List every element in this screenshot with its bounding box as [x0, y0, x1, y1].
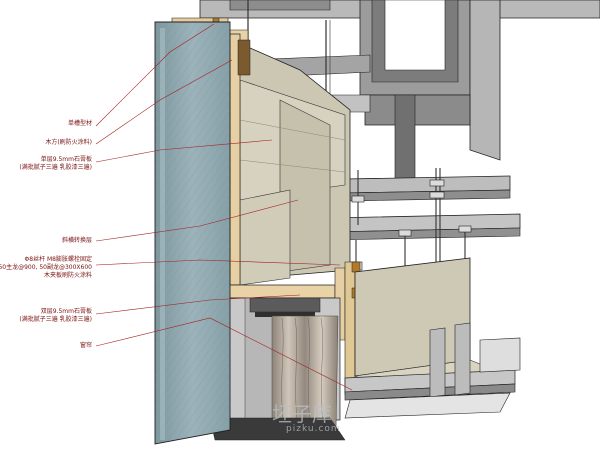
label-transfer-layer: 斜横转换层 — [61, 237, 92, 244]
label-keel-spacing: 50主龙@900, 50副龙@300X600 — [0, 264, 92, 271]
label-single-channel: 单槽型材 — [67, 120, 92, 127]
label-gypsum-double: 双层9.5mm石膏板 — [40, 308, 92, 315]
gypsum-ceiling-box — [231, 39, 351, 286]
glass-window — [154, 21, 231, 445]
label-plywood: 木夹板刷防火涂料 — [43, 272, 92, 279]
label-rod-bolt: Φ8丝杆 M8膨胀螺栓固定 — [24, 256, 92, 263]
lower-gypsum — [353, 257, 502, 391]
label-wood-batten: 木方(刷防火涂料) — [45, 139, 92, 146]
watermark-url: pizku.com — [286, 424, 341, 434]
label-gypsum-double-note: (满批腻子三遍 乳胶漆三遍) — [19, 316, 92, 323]
watermark-logo: 坯子库 — [272, 402, 332, 426]
leader-lines — [95, 23, 353, 391]
curtain — [271, 315, 339, 431]
label-curtain: 窗帘 — [79, 342, 92, 349]
label-gypsum-single: 单层9.5mm石膏板 — [40, 156, 92, 163]
label-gypsum-single-note: (满批腻子三遍 乳胶漆三遍) — [19, 164, 92, 171]
ceiling-keel — [344, 322, 521, 419]
